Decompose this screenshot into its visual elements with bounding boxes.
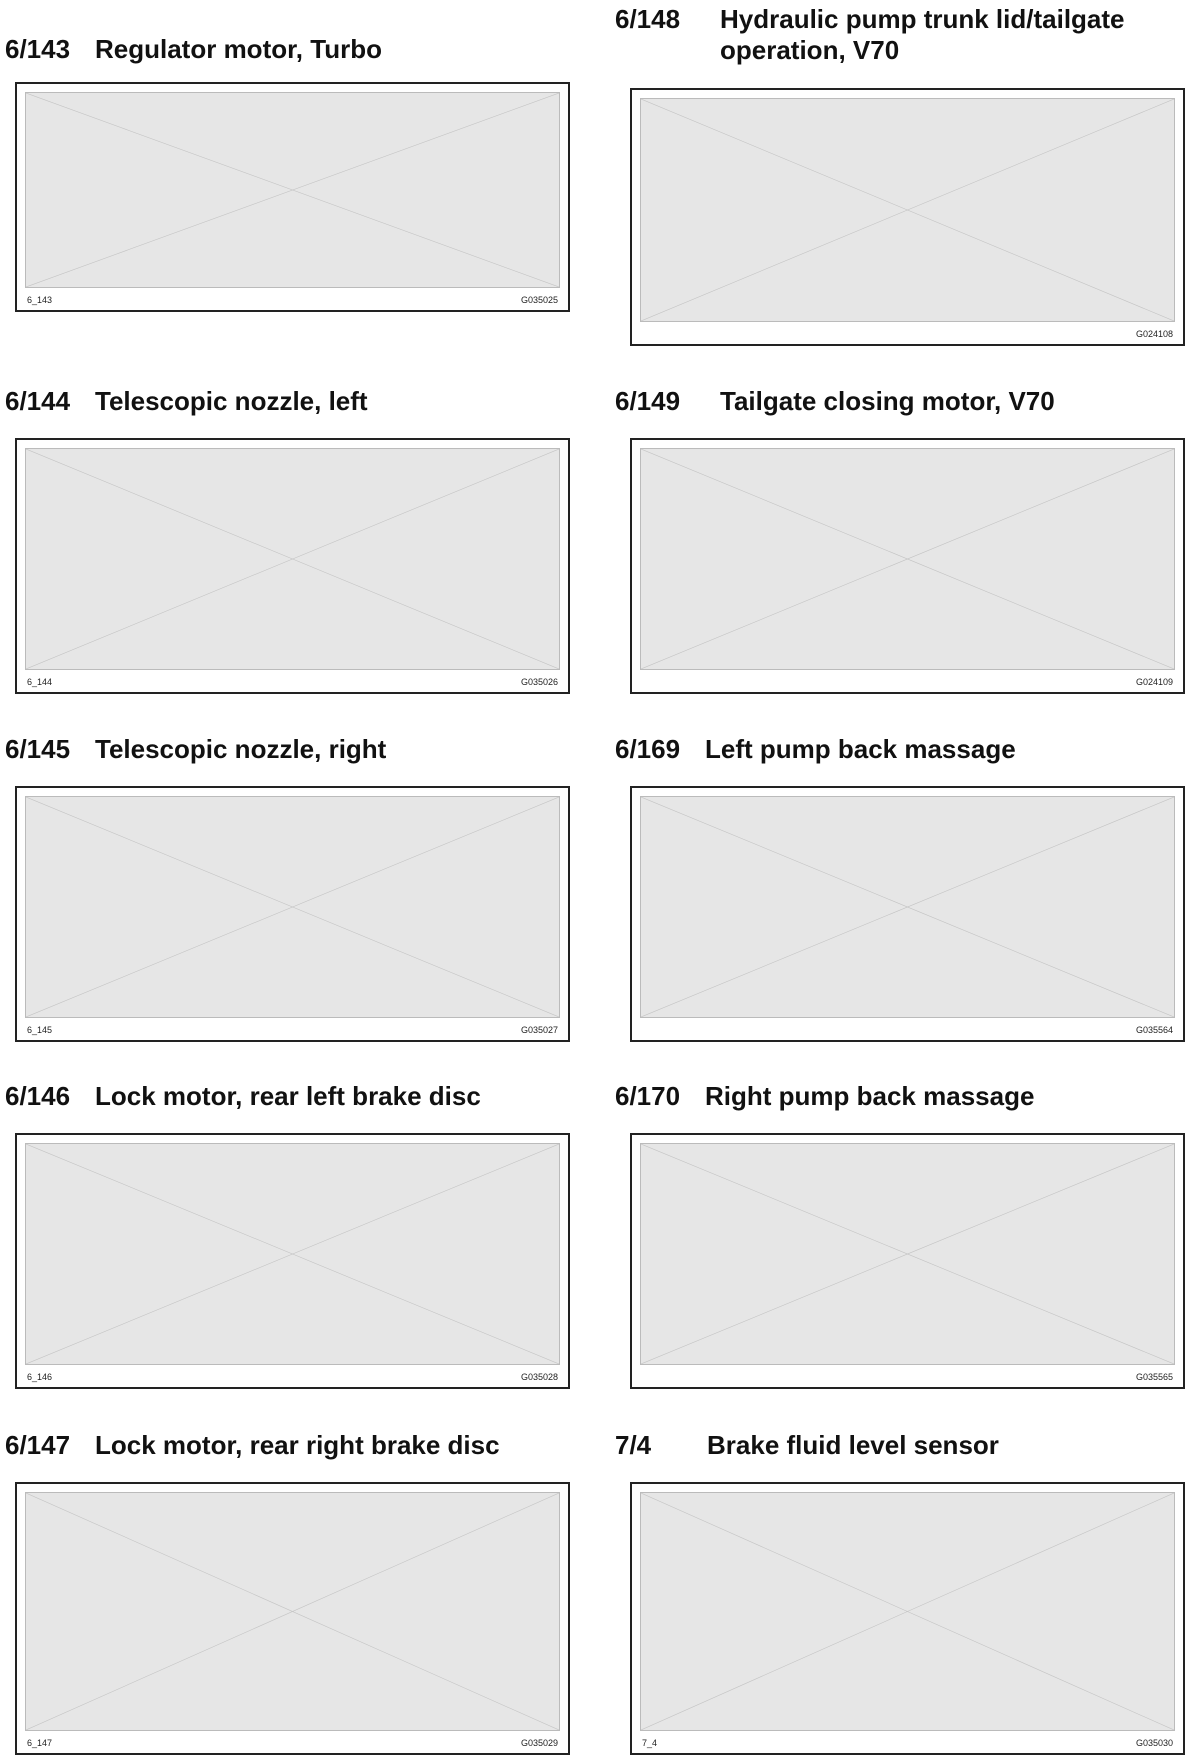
item-heading: 6/170 Right pump back massage (615, 1081, 1195, 1113)
item-title: Lock motor, rear left brake disc (95, 1081, 481, 1111)
item-title-line-1: Hydraulic pump trunk lid/tailgate (720, 4, 1125, 34)
item-number: 6/145 (5, 734, 71, 764)
item-heading: 7/4 Brake fluid level sensor (615, 1430, 1195, 1462)
illustration-panel: G024109 (630, 438, 1185, 694)
item-title: Right pump back massage (705, 1081, 1035, 1111)
illustration-placeholder (25, 448, 560, 670)
illustration-panel: 6_143 G035025 (15, 82, 570, 312)
figure-code-left: 7_4 (642, 1738, 658, 1748)
illustration-panel: 6_146 G035028 (15, 1133, 570, 1389)
figure-code-right: G024108 (1135, 329, 1173, 339)
item-title: Lock motor, rear right brake disc (95, 1430, 500, 1460)
item-number: 6/169 (615, 734, 681, 764)
item-heading: 6/144 Telescopic nozzle, left (5, 386, 565, 418)
figure-code-left: 6_143 (27, 295, 53, 305)
illustration-placeholder (640, 796, 1175, 1018)
illustration-placeholder (25, 1143, 560, 1365)
illustration-placeholder (640, 448, 1175, 670)
item-number: 6/143 (5, 34, 71, 64)
figure-code-right: G035025 (520, 295, 558, 305)
illustration-panel: G035564 (630, 786, 1185, 1042)
item-title: Tailgate closing motor, V70 (720, 386, 1055, 416)
item-heading: 6/143 Regulator motor, Turbo (5, 34, 565, 66)
figure-code-left: 6_145 (27, 1025, 53, 1035)
figure-code-right: G035564 (1135, 1025, 1173, 1035)
item-title: Brake fluid level sensor (707, 1430, 999, 1460)
illustration-panel: 6_147 G035029 (15, 1482, 570, 1755)
item-number: 6/147 (5, 1430, 71, 1460)
item-heading: 6/147 Lock motor, rear right brake disc (5, 1430, 565, 1462)
illustration-panel: G024108 (630, 88, 1185, 346)
item-title: Regulator motor, Turbo (95, 34, 382, 64)
illustration-panel: 7_4 G035030 (630, 1482, 1185, 1755)
illustration-placeholder (640, 98, 1175, 322)
item-number: 7/4 (615, 1430, 652, 1460)
figure-code-right: G035027 (520, 1025, 558, 1035)
illustration-placeholder (25, 92, 560, 288)
illustration-panel: 6_144 G035026 (15, 438, 570, 694)
figure-code-right: G035026 (520, 677, 558, 687)
item-number: 6/146 (5, 1081, 71, 1111)
figure-code-right: G035028 (520, 1372, 558, 1382)
figure-code-right: G024109 (1135, 677, 1173, 687)
illustration-placeholder (640, 1492, 1175, 1731)
item-heading: 6/148 Hydraulic pump trunk lid/tailgate … (615, 4, 1195, 68)
figure-code-left: 6_147 (27, 1738, 53, 1748)
item-heading: 6/146 Lock motor, rear left brake disc (5, 1081, 565, 1113)
figure-code-right: G035030 (1135, 1738, 1173, 1748)
item-number: 6/148 (615, 4, 681, 34)
item-number: 6/144 (5, 386, 71, 416)
item-number: 6/149 (615, 386, 681, 416)
item-title-line-2: operation, V70 (720, 35, 900, 65)
item-title: Left pump back massage (705, 734, 1016, 764)
item-number: 6/170 (615, 1081, 681, 1111)
illustration-placeholder (640, 1143, 1175, 1365)
item-title: Telescopic nozzle, left (95, 386, 368, 416)
item-heading: 6/149 Tailgate closing motor, V70 (615, 386, 1195, 418)
item-heading: 6/145 Telescopic nozzle, right (5, 734, 565, 766)
item-title: Telescopic nozzle, right (95, 734, 387, 764)
item-heading: 6/169 Left pump back massage (615, 734, 1195, 766)
illustration-placeholder (25, 1492, 560, 1731)
illustration-placeholder (25, 796, 560, 1018)
illustration-panel: 6_145 G035027 (15, 786, 570, 1042)
figure-code-left: 6_144 (27, 677, 53, 687)
illustration-panel: G035565 (630, 1133, 1185, 1389)
figure-code-right: G035565 (1135, 1372, 1173, 1382)
figure-code-right: G035029 (520, 1738, 558, 1748)
figure-code-left: 6_146 (27, 1372, 53, 1382)
